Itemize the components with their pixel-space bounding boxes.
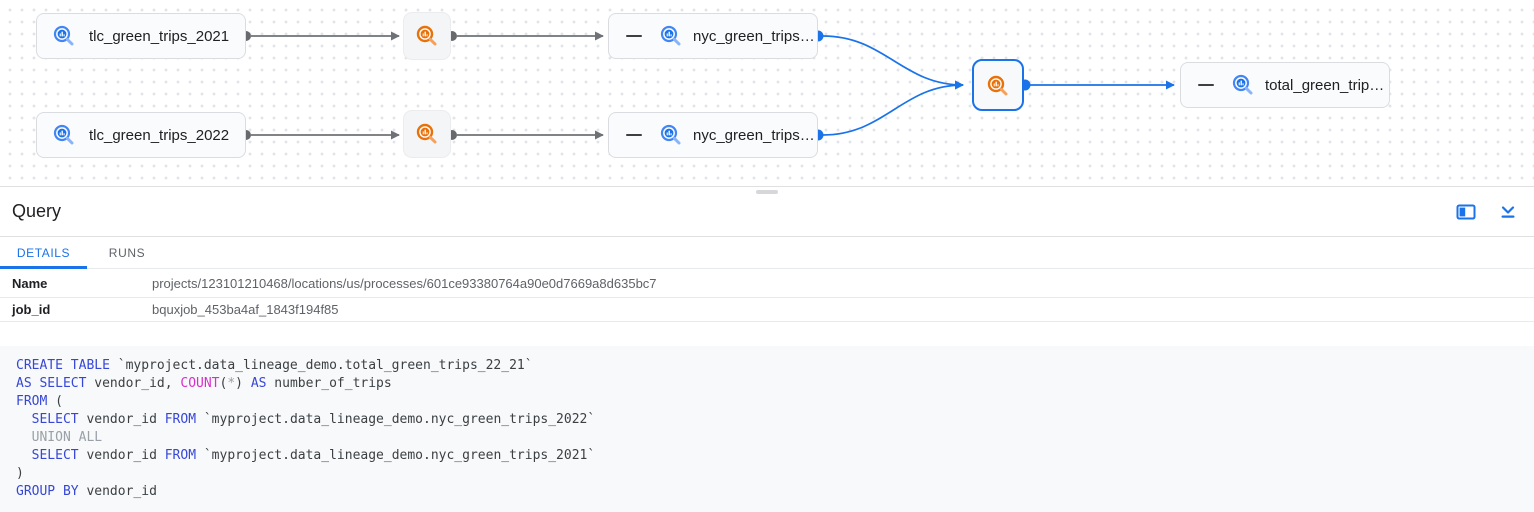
panel-tabs: DETAILS RUNS [0,237,1534,269]
sql-line: FROM ( [16,394,63,409]
lineage-graph[interactable]: tlc_green_trips_2021 tlc_green_trips_202… [0,0,1534,187]
node-label: tlc_green_trips_2022 [89,126,230,144]
process-node-bottom[interactable] [403,110,451,158]
panel-header: Query [0,187,1534,237]
query-process-icon [415,122,439,146]
gray-edges [251,31,604,140]
tab-details[interactable]: DETAILS [0,237,87,269]
node-label: nyc_green_trips… [693,126,815,144]
bigquery-table-icon [52,24,76,48]
field-label: job_id [12,302,51,317]
bigquery-table-icon [659,24,683,48]
field-row-job-id: job_id bquxjob_453ba4af_1843f194f85 [0,298,1534,322]
node-label: tlc_green_trips_2021 [89,27,230,45]
panel-title: Query [12,201,62,221]
bigquery-table-icon [1231,73,1255,97]
sql-code: CREATE TABLE `myproject.data_lineage_dem… [0,346,1534,512]
collapse-panel-icon[interactable] [1498,202,1518,222]
sql-line: UNION ALL [31,430,103,445]
collapse-columns-icon[interactable] [626,127,643,144]
node-total-green-trips[interactable]: total_green_trip… [1180,62,1390,108]
field-label: Name [12,275,48,291]
open-side-panel-icon[interactable] [1456,202,1476,222]
sql-line: GROUP BY vendor_id [16,484,157,499]
sql-line: SELECT vendor_id FROM `myproject.data_li… [31,448,596,463]
panel-drag-handle[interactable] [756,190,778,194]
query-details-panel: Query DETAILS RUNS Name projects/1231012… [0,187,1534,512]
blue-edges [822,35,1175,136]
node-label: total_green_trip… [1265,76,1385,94]
node-tlc-green-trips-2022[interactable]: tlc_green_trips_2022 [36,112,246,158]
sql-line: SELECT vendor_id FROM `myproject.data_li… [31,412,596,427]
process-node-top[interactable] [403,12,451,60]
query-process-icon [415,24,439,48]
field-value: bquxjob_453ba4af_1843f194f85 [152,302,339,317]
bigquery-table-icon [52,123,76,147]
node-tlc-green-trips-2021[interactable]: tlc_green_trips_2021 [36,13,246,59]
sql-line: ) [16,466,24,481]
field-row-name: Name projects/123101210468/locations/us/… [0,269,1534,298]
node-label: nyc_green_trips… [693,27,815,45]
collapse-columns-icon[interactable] [626,28,643,45]
node-nyc-green-trips-bottom[interactable]: nyc_green_trips… [608,112,818,158]
bigquery-table-icon [659,123,683,147]
sql-line: CREATE TABLE `myproject.data_lineage_dem… [16,358,533,373]
process-node-selected[interactable] [972,59,1024,111]
sql-line: AS SELECT vendor_id, COUNT(*) AS number_… [16,376,392,391]
tab-runs[interactable]: RUNS [108,245,146,260]
collapse-columns-icon[interactable] [1198,77,1215,94]
node-nyc-green-trips-top[interactable]: nyc_green_trips… [608,13,818,59]
query-process-icon [986,73,1010,97]
field-value: projects/123101210468/locations/us/proce… [152,275,657,291]
